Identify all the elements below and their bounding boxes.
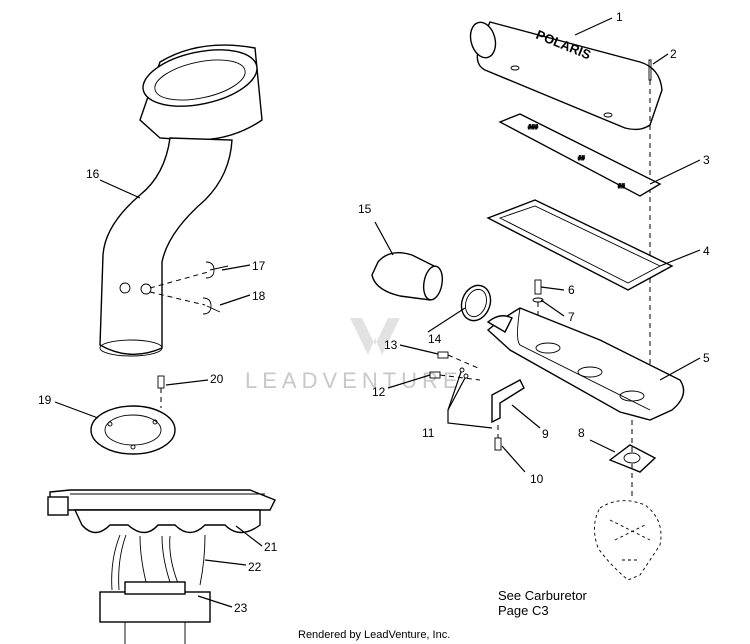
svg-text:##: ##: [618, 184, 625, 190]
callout-2: 2: [670, 47, 677, 61]
callout-18: 18: [252, 289, 266, 303]
callout-6: 6: [568, 283, 575, 297]
render-credit: Rendered by LeadVenture, Inc.: [298, 629, 450, 641]
hose-clamp-14: [460, 284, 492, 322]
manifold-assembly: [47, 489, 276, 644]
callout-22: 22: [248, 560, 262, 574]
callout-7: 7: [568, 310, 575, 324]
callout-10: 10: [530, 472, 544, 486]
screw-2: [648, 59, 652, 380]
clip-18: [149, 291, 221, 315]
clip-17: [149, 261, 229, 289]
leader-lines: [54, 17, 701, 608]
bracket-hardware-9-13: [429, 351, 525, 451]
flange-8: [608, 420, 657, 500]
callout-16: 16: [86, 167, 100, 181]
callout-23: 23: [234, 601, 248, 615]
gasket-ring-19: [90, 405, 176, 455]
callout-13: 13: [384, 338, 398, 352]
reference-note-line1: See Carburetor: [498, 588, 588, 603]
airbox-cover-1: POLARIS: [469, 21, 663, 131]
watermark-logo: [350, 318, 400, 355]
filter-plate-3: ### ## ##: [498, 113, 662, 197]
callout-9: 9: [542, 427, 549, 441]
airbox-base-5: [486, 307, 685, 421]
elbow-hose-15: [371, 252, 444, 301]
callout-8: 8: [578, 426, 585, 440]
callout-12: 12: [372, 385, 386, 399]
reference-note-line2: Page C3: [498, 603, 549, 618]
watermark: LEADVENTURE: [245, 318, 463, 393]
callout-19: 19: [38, 393, 52, 407]
svg-text:###: ###: [528, 125, 539, 131]
callout-21: 21: [264, 540, 278, 554]
callout-labels: 1 2 3 4 5 6 7 8 9 10 11 12 13 14 15 16 1…: [38, 10, 710, 615]
svg-text:##: ##: [578, 156, 585, 162]
callout-5: 5: [703, 351, 710, 365]
callout-1: 1: [616, 10, 623, 24]
callout-15: 15: [358, 202, 372, 216]
callout-4: 4: [703, 244, 710, 258]
callout-11: 11: [422, 426, 435, 440]
gasket-4: [486, 199, 674, 291]
screw-20: [157, 375, 165, 408]
carburetor-reference: [594, 500, 662, 581]
callout-14: 14: [428, 332, 442, 346]
intake-tube-16: [99, 44, 263, 357]
callout-20: 20: [210, 372, 224, 386]
callout-17: 17: [252, 259, 266, 273]
watermark-text: LEADVENTURE: [245, 368, 463, 393]
callout-3: 3: [703, 153, 710, 167]
